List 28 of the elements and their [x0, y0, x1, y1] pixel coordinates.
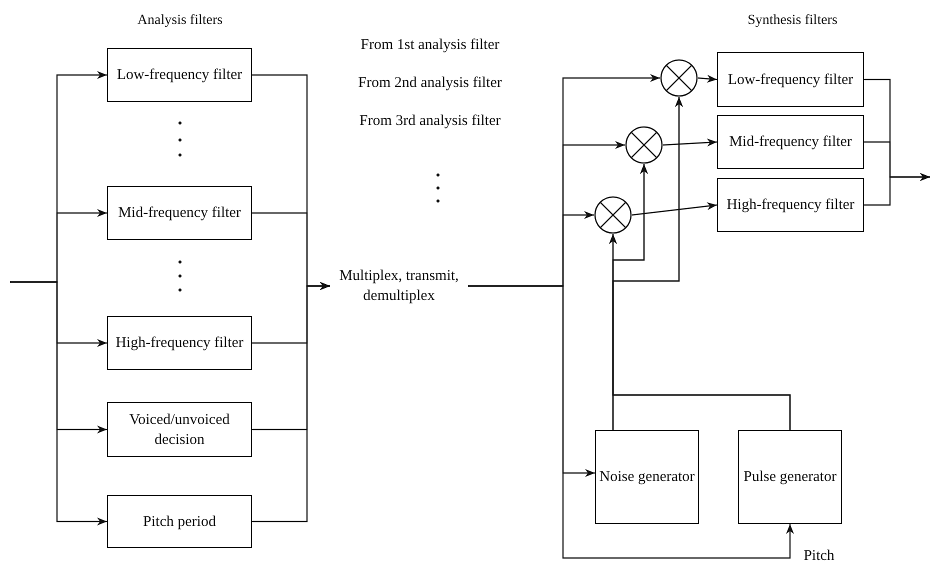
- process-box: Noise generator: [595, 430, 699, 524]
- group-heading: Synthesis filters: [746, 12, 838, 30]
- group-heading: Analysis filters: [136, 12, 224, 30]
- connector-arrow: [10, 281, 107, 526]
- process-box: Low-frequency filter: [717, 52, 864, 107]
- connector-arrow: [468, 285, 794, 559]
- connector-arrow: [252, 282, 330, 522]
- connector-arrow: [662, 138, 718, 147]
- stage-label: Multiplex, transmit, demultiplex: [330, 264, 468, 308]
- process-box: Mid-frequency filter: [717, 115, 864, 169]
- multiplier-circle: [594, 196, 632, 234]
- process-box: High-frequency filter: [717, 178, 864, 232]
- connector-arrow: [632, 202, 718, 216]
- multiplier-circle: [625, 126, 663, 164]
- signal-label: Pitch: [802, 547, 836, 565]
- multiplier-circle: [660, 59, 698, 97]
- process-box: Mid-frequency filter: [107, 186, 252, 240]
- signal-label: From 1st analysis filter: [360, 36, 500, 55]
- process-box: Pulse generator: [738, 430, 842, 524]
- process-box: High-frequency filter: [107, 316, 252, 370]
- connector-arrow: [612, 97, 791, 430]
- signal-label: From 3rd analysis filter: [358, 112, 502, 131]
- process-box: Low-frequency filter: [107, 48, 252, 102]
- process-box: Voiced/unvoiced decision: [107, 402, 252, 457]
- signal-label: From 2nd analysis filter: [357, 74, 503, 93]
- connector-arrow: [864, 173, 930, 206]
- process-box: Pitch period: [107, 495, 252, 548]
- connector-arrow: [698, 74, 718, 83]
